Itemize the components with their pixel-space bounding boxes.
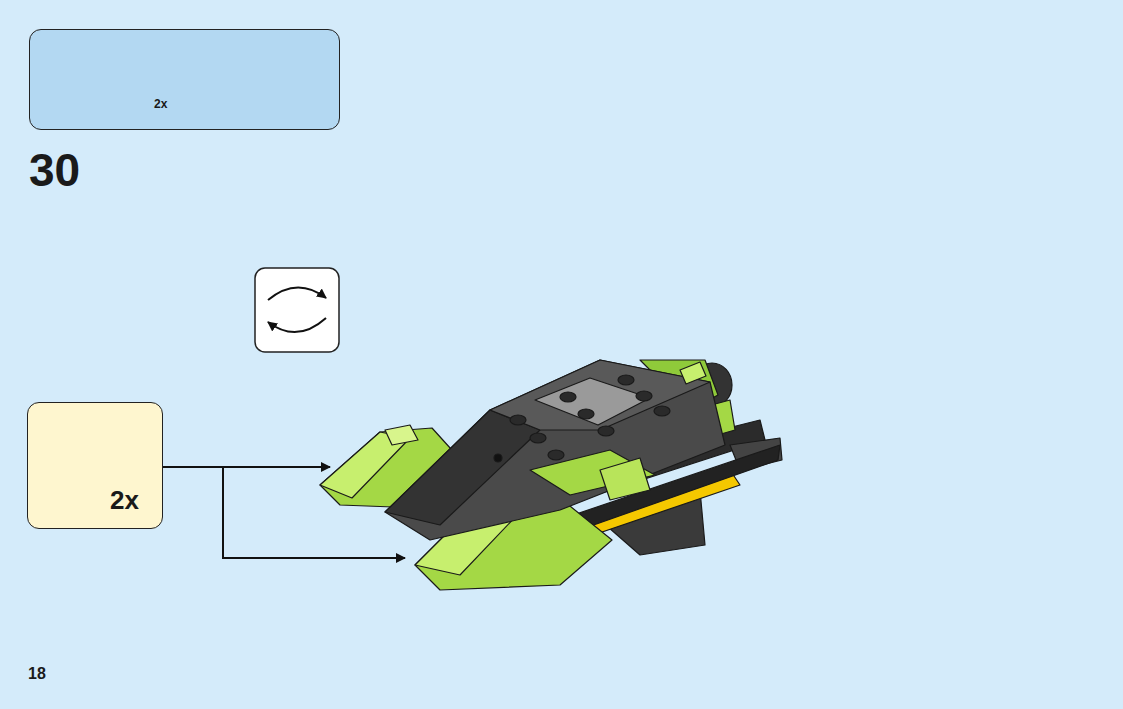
sub-parts-callout: 2x	[27, 402, 163, 529]
quantity-label: 2x	[110, 485, 139, 516]
page-number: 18	[28, 665, 46, 683]
vehicle-model	[320, 360, 782, 590]
quantity-label: 2x	[154, 97, 167, 111]
rotate-icon	[255, 268, 339, 352]
step-number: 30	[29, 143, 80, 197]
parts-list-box: 2x	[29, 29, 340, 130]
